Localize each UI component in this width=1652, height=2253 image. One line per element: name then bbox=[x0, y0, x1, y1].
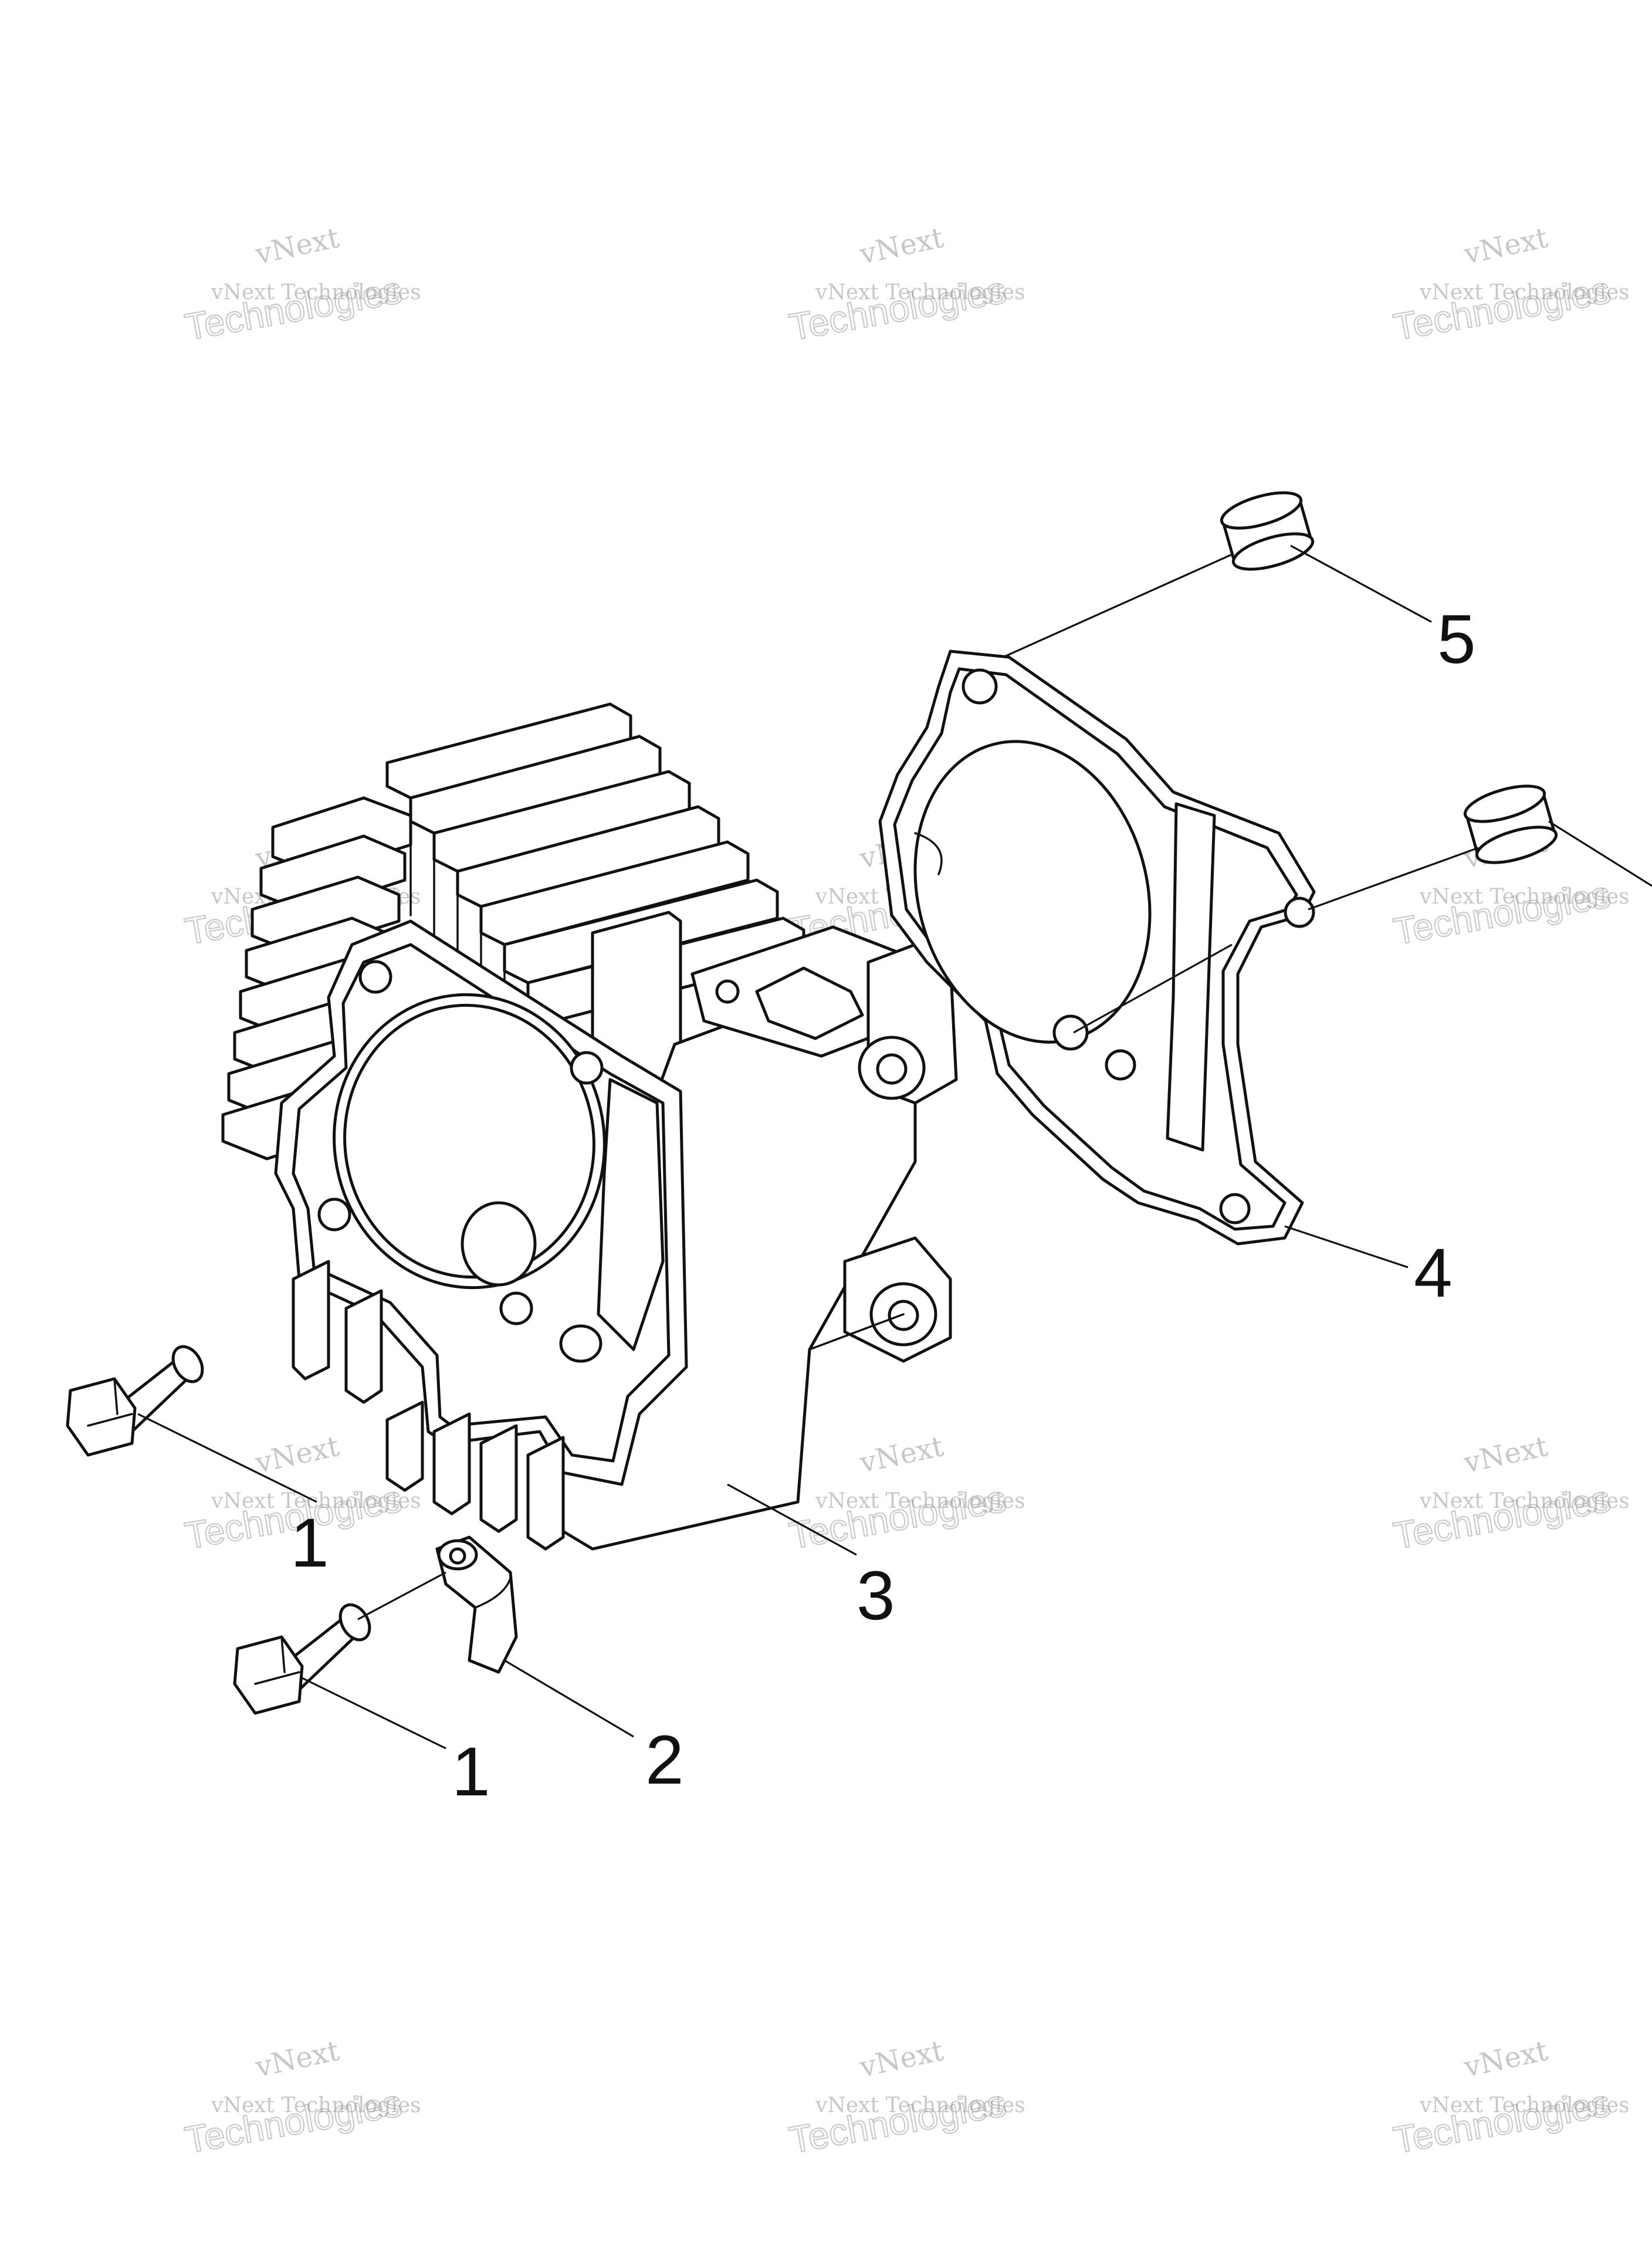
watermark-line2: vNext Technologies bbox=[1419, 885, 1630, 909]
leader-callout-dowel-lower bbox=[1548, 820, 1652, 887]
bolt-lower bbox=[233, 1603, 371, 1715]
watermark-bottom-left: vNext vNext Technologies Technologies bbox=[181, 2034, 421, 2162]
watermark-line2: vNext Technologies bbox=[815, 2093, 1025, 2117]
leader-lines bbox=[137, 544, 1652, 1750]
base-gasket bbox=[878, 649, 1316, 1246]
dowel-pin-lower bbox=[1463, 784, 1558, 864]
clamp bbox=[435, 1535, 518, 1674]
leader-dowel-upper bbox=[1003, 553, 1233, 658]
stud-hole bbox=[358, 960, 392, 994]
gasket-hole bbox=[1105, 1049, 1136, 1081]
gasket-hole bbox=[1219, 1193, 1251, 1224]
watermark-line1: vNext bbox=[857, 2034, 946, 2084]
leader-bolt-upper bbox=[137, 1413, 317, 1503]
leader-gasket-hole bbox=[1073, 943, 1233, 1034]
watermark-bottom-right: vNext vNext Technologies Technologies bbox=[1390, 2034, 1630, 2162]
watermark-line2: vNext Technologies bbox=[211, 2093, 421, 2117]
leader-callout-2 bbox=[504, 1659, 634, 1738]
gasket-hole bbox=[962, 668, 998, 705]
watermark-line2: vNext Technologies bbox=[211, 280, 421, 305]
leader-dowel-lower bbox=[1308, 847, 1479, 911]
rear-bosses bbox=[808, 943, 958, 1363]
watermark-line1: vNext bbox=[1461, 1430, 1551, 1480]
gasket-hole bbox=[1284, 897, 1315, 928]
watermark-top-left: vNext vNext Technologies Technologies bbox=[181, 221, 421, 349]
watermark-line2: vNext Technologies bbox=[815, 1489, 1025, 1513]
cylinder-bore bbox=[333, 993, 606, 1290]
watermark-line1: vNext bbox=[857, 221, 946, 271]
watermark-line2: vNext Technologies bbox=[815, 280, 1025, 305]
cam-chain-tunnel bbox=[597, 1078, 665, 1351]
stud-hole bbox=[499, 1291, 533, 1325]
callout-1-lower: 1 bbox=[452, 1733, 490, 1811]
callout-1-upper: 1 bbox=[290, 1504, 329, 1582]
callout-3: 3 bbox=[857, 1557, 895, 1635]
lower-fins bbox=[292, 1260, 565, 1551]
watermark-lower-center: vNext vNext Technologies Technologies bbox=[786, 1430, 1025, 1558]
watermark-line1: vNext bbox=[252, 1430, 342, 1480]
watermark-line1: vNext bbox=[1461, 221, 1551, 271]
stud-hole bbox=[570, 1051, 604, 1085]
watermark-top-center: vNext vNext Technologies Technologies bbox=[786, 221, 1025, 349]
watermark-line1: vNext bbox=[252, 2034, 342, 2084]
watermark-line1: vNext bbox=[252, 221, 342, 271]
watermark-bottom-center: vNext vNext Technologies Technologies bbox=[786, 2034, 1025, 2162]
leader-callout-3 bbox=[727, 1483, 857, 1556]
callout-4: 4 bbox=[1414, 1234, 1453, 1312]
leader-callout-4 bbox=[1284, 1225, 1409, 1268]
watermark-line2: vNext Technologies bbox=[1419, 280, 1630, 305]
leader-bolt-lower-clamp bbox=[357, 1571, 446, 1621]
watermark-line1: vNext bbox=[1461, 2034, 1551, 2084]
callout-2: 2 bbox=[645, 1721, 684, 1799]
watermark-top-right: vNext vNext Technologies Technologies bbox=[1390, 221, 1630, 349]
callout-5: 5 bbox=[1437, 601, 1476, 678]
watermark-line1: vNext bbox=[857, 1430, 946, 1480]
leader-callout-5 bbox=[1290, 544, 1432, 623]
gasket-chain-slot bbox=[1166, 802, 1216, 1152]
stud-hole bbox=[317, 1197, 351, 1232]
cylinder bbox=[221, 702, 958, 1551]
watermark-line2: vNext Technologies bbox=[1419, 2093, 1630, 2117]
gasket-hole bbox=[1052, 1014, 1089, 1051]
dowel-pin-upper bbox=[1220, 491, 1315, 571]
bolt-upper bbox=[66, 1345, 204, 1457]
watermark-line2: vNext Technologies bbox=[1419, 1489, 1630, 1513]
watermark-lower-right: vNext vNext Technologies Technologies bbox=[1390, 1430, 1630, 1558]
leader-callout-1-lower bbox=[302, 1677, 446, 1750]
